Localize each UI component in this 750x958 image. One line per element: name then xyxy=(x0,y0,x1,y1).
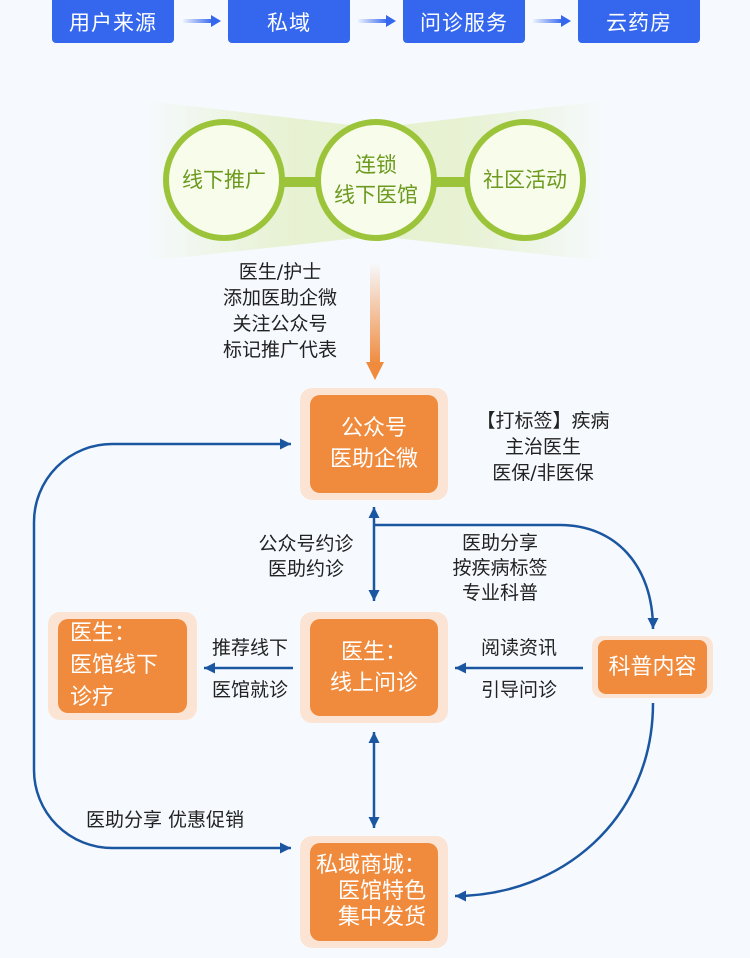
channel-label: 线下医馆 xyxy=(334,183,418,207)
node-label: 医馆线下 xyxy=(70,653,159,678)
node-label: 公众号 xyxy=(340,416,407,441)
header-step-label: 云药房 xyxy=(606,10,672,35)
note-referral-top: 推荐线下 xyxy=(200,635,300,661)
channel-community-event: 社区活动 xyxy=(464,119,586,241)
node-label: 医生： xyxy=(340,639,407,665)
node-label: 私域商城： xyxy=(315,853,426,878)
note-line: 添加医助企微 xyxy=(222,287,337,309)
node-offline-clinic: 医生： 医馆线下 诊疗 xyxy=(48,612,197,720)
channel-label: 社区活动 xyxy=(483,168,567,192)
note-line: 医助约诊 xyxy=(267,558,344,580)
note-line: 按疾病标签 xyxy=(452,557,548,579)
node-label: 线上问诊 xyxy=(329,670,418,696)
header-step-label: 私域 xyxy=(267,10,311,35)
acquisition-arrow-icon xyxy=(366,262,384,380)
header-step-consultation: 问诊服务 xyxy=(403,0,525,43)
node-online-consult: 医生： 线上问诊 xyxy=(300,612,448,723)
note-line: 【打标签】疾病 xyxy=(476,410,610,432)
node-science-content: 科普内容 xyxy=(592,636,713,698)
header-arrow-icon xyxy=(358,15,396,27)
note-line: 关注公众号 xyxy=(232,313,328,335)
note-line: 医生/护士 xyxy=(238,261,322,283)
note-line: 医助分享 xyxy=(461,532,538,554)
node-offline-clinic-body: 医生： 医馆线下 诊疗 xyxy=(58,619,187,713)
header-step-cloud-pharmacy: 云药房 xyxy=(578,0,700,43)
note-appointment: 公众号约诊 医助约诊 xyxy=(236,532,376,582)
note-line: 推荐线下 xyxy=(211,637,288,659)
node-label: 诊疗 xyxy=(70,685,115,710)
note-promotion: 医助分享 优惠促销 xyxy=(86,807,244,833)
note-reading-bottom: 引导问诊 xyxy=(469,677,569,703)
header-step-user-source: 用户来源 xyxy=(52,0,174,43)
node-official-account: 公众号 医助企微 xyxy=(300,388,448,500)
node-private-mall: 私域商城： 医馆特色 集中发货 xyxy=(300,836,448,948)
note-line: 医馆就诊 xyxy=(211,679,288,701)
header-step-label: 问诊服务 xyxy=(420,10,508,35)
note-reading-top: 阅读资讯 xyxy=(469,635,569,661)
header-arrow-icon xyxy=(183,15,221,27)
note-line: 引导问诊 xyxy=(480,679,557,701)
channel-label: 连锁 xyxy=(355,153,397,177)
node-label: 医生： xyxy=(70,621,137,646)
note-line: 标记推广代表 xyxy=(222,339,337,361)
connector-content-mall xyxy=(454,702,655,902)
node-label: 集中发货 xyxy=(337,905,426,930)
note-line: 医助分享 优惠促销 xyxy=(86,809,245,831)
note-line: 医保/非医保 xyxy=(492,462,594,484)
note-line: 主治医生 xyxy=(504,436,581,458)
node-science-content-body: 科普内容 xyxy=(598,640,707,694)
note-referral-bottom: 医馆就诊 xyxy=(200,677,300,703)
note-tagging: 【打标签】疾病 主治医生 医保/非医保 xyxy=(460,408,626,486)
note-acquisition: 医生/护士 添加医助企微 关注公众号 标记推广代表 xyxy=(200,259,360,363)
header-step-label: 用户来源 xyxy=(69,10,157,35)
channel-chain-clinic: 连锁 线下医馆 xyxy=(315,119,437,241)
header-arrow-icon xyxy=(533,15,571,27)
channel-offline-promotion: 线下推广 xyxy=(163,119,285,241)
header-step-private-domain: 私域 xyxy=(228,0,350,43)
note-line: 阅读资讯 xyxy=(480,637,557,659)
note-content-push: 医助分享 按疾病标签 专业科普 xyxy=(430,531,570,606)
note-line: 公众号约诊 xyxy=(258,533,354,555)
note-line: 专业科普 xyxy=(461,582,538,604)
node-online-consult-body: 医生： 线上问诊 xyxy=(310,619,438,716)
node-label: 科普内容 xyxy=(608,654,697,680)
channel-label: 线下推广 xyxy=(182,168,266,192)
node-label: 医助企微 xyxy=(329,447,418,472)
channel-link-bar xyxy=(280,177,320,187)
node-label: 医馆特色 xyxy=(337,879,426,904)
node-official-account-body: 公众号 医助企微 xyxy=(310,395,438,493)
node-private-mall-body: 私域商城： 医馆特色 集中发货 xyxy=(310,843,438,941)
